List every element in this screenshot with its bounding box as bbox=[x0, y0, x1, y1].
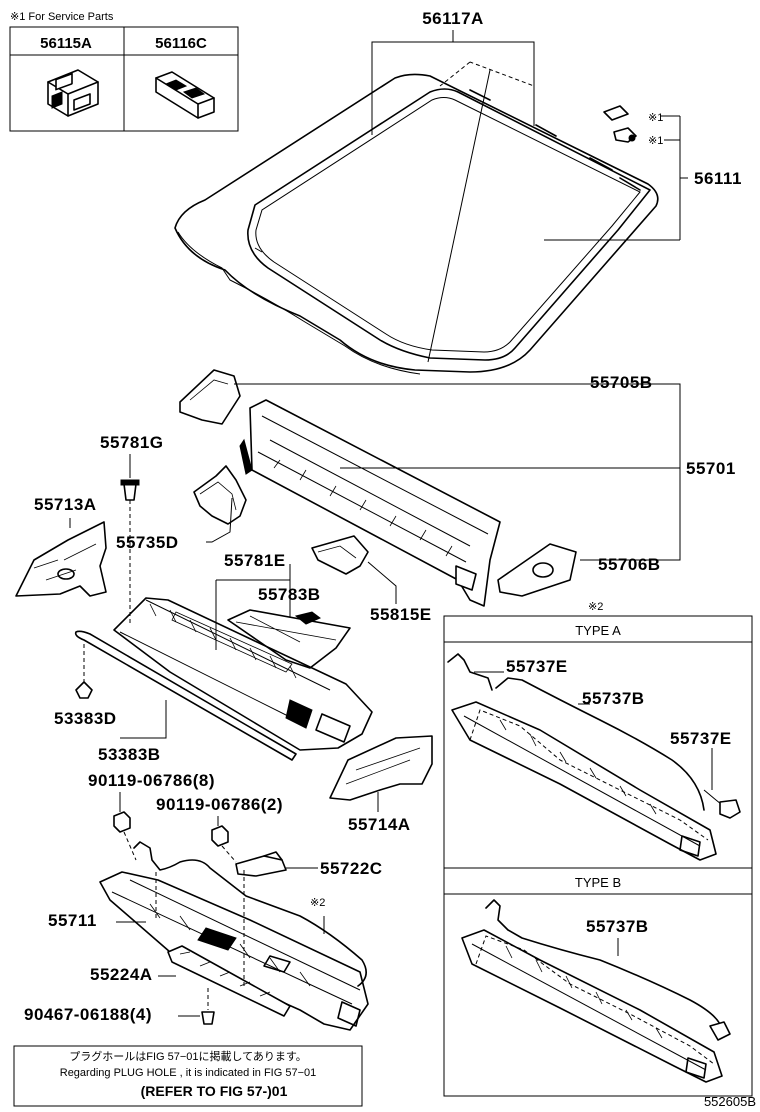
panel-55783b-drawing bbox=[227, 609, 351, 669]
footer-note-box bbox=[13, 1045, 363, 1107]
label-55714a: 55714A bbox=[348, 815, 411, 834]
bolt-90119-8-drawing bbox=[113, 792, 137, 861]
type-a-label: TYPE A bbox=[575, 623, 621, 638]
label-55706b: 55706B bbox=[598, 555, 661, 574]
clip-56115a-drawing bbox=[47, 69, 99, 117]
label-56117a: 56117A bbox=[422, 9, 484, 28]
label-55224a: 55224A bbox=[90, 965, 153, 984]
label-55783b: 55783B bbox=[258, 585, 321, 604]
bolt-90119-2-drawing bbox=[211, 816, 237, 863]
label-55711: 55711 bbox=[48, 911, 97, 930]
clip-55781g-drawing bbox=[120, 454, 140, 624]
bracket-55722c-drawing bbox=[235, 851, 287, 877]
mark-1-upper: ※1 bbox=[648, 112, 663, 124]
label-56111: 56111 bbox=[694, 169, 742, 188]
clip-56116c-drawing bbox=[155, 71, 215, 119]
cowl-louver-drawing bbox=[113, 597, 373, 751]
glass-leader-lines bbox=[371, 30, 688, 241]
clip-90467-drawing bbox=[201, 1011, 215, 1025]
side-panel-55713a-drawing bbox=[15, 518, 107, 597]
cowl-lower-55711-drawing bbox=[99, 871, 369, 1031]
service-clips-on-glass bbox=[603, 105, 637, 143]
label-55713a: 55713A bbox=[34, 495, 97, 514]
mark-1-lower: ※1 bbox=[648, 135, 663, 147]
leader-53383b bbox=[120, 700, 167, 739]
windshield-glass-drawing bbox=[174, 69, 659, 375]
label-53383d: 53383D bbox=[54, 709, 117, 728]
service-part-56115a-label: 56115A bbox=[40, 35, 92, 52]
label-55737e-a1: 55737E bbox=[506, 657, 568, 676]
label-55701: 55701 bbox=[686, 459, 736, 478]
footer-refer-to-fig: (REFER TO FIG 57-)01 bbox=[141, 1083, 288, 1099]
service-part-56116c-label: 56116C bbox=[155, 35, 207, 52]
label-55781g: 55781G bbox=[100, 433, 164, 452]
label-90119-2: 90119-06786(2) bbox=[156, 795, 283, 814]
type-b-drawing bbox=[461, 899, 731, 1083]
footer-note-japanese: プラグホールはFIG 57−01に掲載してあります。 bbox=[69, 1049, 307, 1063]
label-90119-8: 90119-06786(8) bbox=[88, 771, 215, 790]
label-55737b-b: 55737B bbox=[586, 917, 649, 936]
cowl-leader-lines bbox=[234, 383, 681, 561]
bracket-55735d-drawing bbox=[193, 465, 247, 543]
label-55815e: 55815E bbox=[370, 605, 432, 624]
service-parts-note: ※1 For Service Parts bbox=[10, 11, 114, 23]
label-55781e: 55781E bbox=[224, 551, 286, 570]
mark-2-main: ※2 bbox=[310, 897, 325, 909]
seal-55224a-drawing bbox=[167, 945, 291, 1017]
side-panel-55714a-drawing bbox=[329, 735, 433, 801]
label-55722c: 55722C bbox=[320, 859, 383, 878]
footer-note-english: Regarding PLUG HOLE , it is indicated in… bbox=[60, 1067, 317, 1079]
type-b-label: TYPE B bbox=[575, 875, 621, 890]
diagram-id: 552605B bbox=[704, 1094, 756, 1109]
label-55737e-a2: 55737E bbox=[670, 729, 732, 748]
type-a-drawing bbox=[447, 653, 741, 861]
bolt-dash-lines bbox=[155, 870, 245, 986]
service-parts-box: 56115A 56116C bbox=[9, 26, 239, 132]
label-55705b: 55705B bbox=[590, 373, 653, 392]
clip-53383d-drawing bbox=[75, 681, 93, 699]
harness-55737b-drawing bbox=[133, 841, 367, 987]
label-55737b-a: 55737B bbox=[582, 689, 645, 708]
weatherstrip-53383b-drawing bbox=[74, 630, 297, 761]
type-panel bbox=[443, 615, 753, 1097]
label-55735d: 55735D bbox=[116, 533, 179, 552]
type-panel-mark: ※2 bbox=[588, 601, 603, 613]
leader-55815e bbox=[367, 561, 397, 604]
cowl-panel-drawing bbox=[179, 369, 577, 607]
label-90467: 90467-06188(4) bbox=[24, 1005, 152, 1024]
bracket-55815e-drawing bbox=[311, 535, 369, 575]
label-53383b: 53383B bbox=[98, 745, 161, 764]
